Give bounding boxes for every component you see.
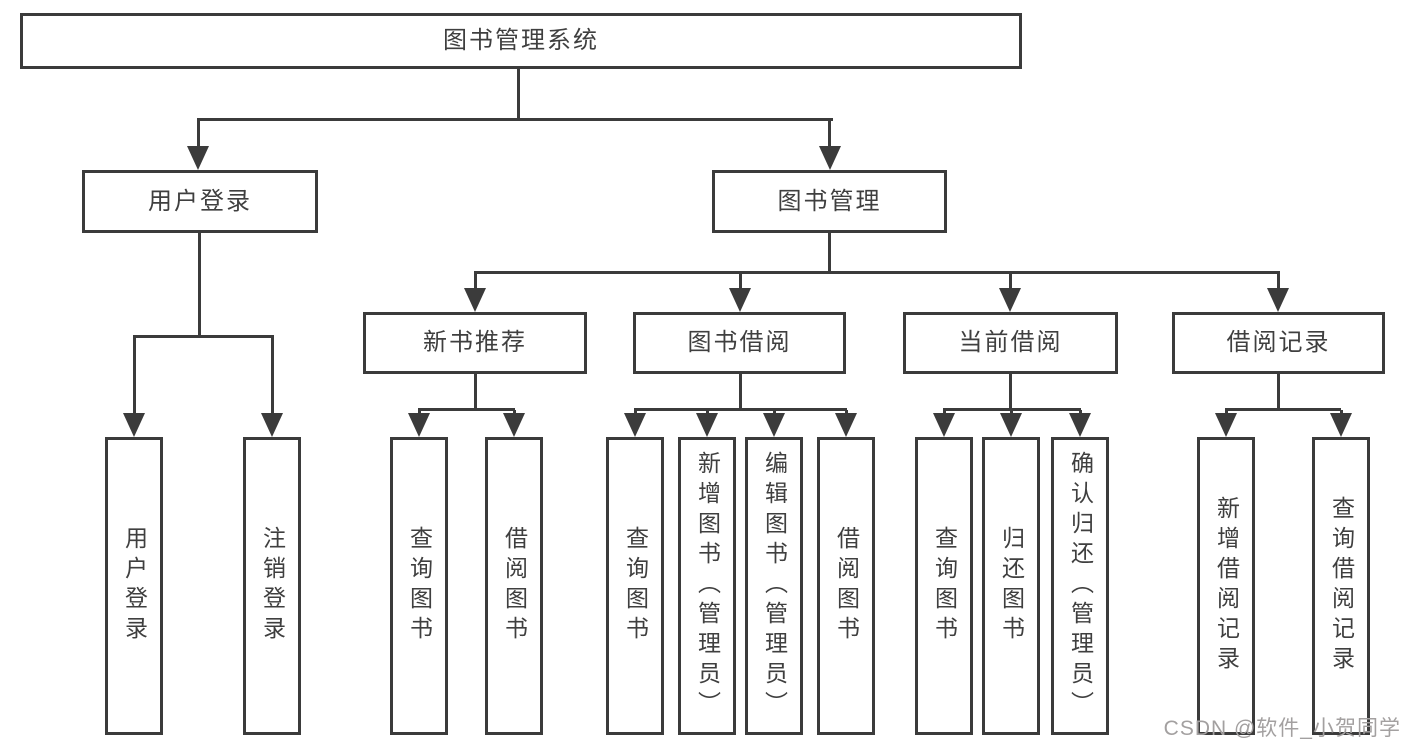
arrow-down-icon — [933, 413, 955, 437]
connector-line — [133, 337, 136, 417]
connector-line — [1277, 273, 1280, 290]
leaf-edit-books-admin: 编辑图书（管理员） — [745, 437, 803, 735]
arrow-down-icon — [729, 288, 751, 312]
connector-line — [474, 373, 477, 410]
arrow-down-icon — [624, 413, 646, 437]
arrow-down-icon — [261, 413, 283, 437]
arrow-down-icon — [1000, 413, 1022, 437]
node-new-book-recommendation: 新书推荐 — [363, 312, 587, 374]
arrow-down-icon — [1330, 413, 1352, 437]
arrow-down-icon — [999, 288, 1021, 312]
node-book-borrowing: 图书借阅 — [633, 312, 846, 374]
connector-line — [634, 408, 847, 411]
connector-line — [197, 118, 833, 121]
arrow-down-icon — [835, 413, 857, 437]
leaf-logout: 注销登录 — [243, 437, 301, 735]
connector-line — [197, 120, 200, 148]
connector-line — [1225, 408, 1341, 411]
arrow-down-icon — [696, 413, 718, 437]
connector-line — [943, 408, 1081, 411]
arrow-down-icon — [1069, 413, 1091, 437]
leaf-query-borrow-record: 查询借阅记录 — [1312, 437, 1370, 735]
arrow-down-icon — [187, 146, 209, 170]
connector-line — [517, 69, 520, 120]
leaf-borrow-books-newrec: 借阅图书 — [485, 437, 543, 735]
connector-line — [1009, 273, 1012, 290]
connector-line — [828, 120, 831, 148]
connector-line — [739, 273, 742, 290]
connector-line — [271, 337, 274, 417]
connector-line — [418, 408, 515, 411]
arrow-down-icon — [763, 413, 785, 437]
arrow-down-icon — [464, 288, 486, 312]
arrow-down-icon — [123, 413, 145, 437]
connector-line — [739, 373, 742, 410]
leaf-confirm-return-admin: 确认归还（管理员） — [1051, 437, 1109, 735]
connector-line — [198, 232, 201, 336]
node-book-management: 图书管理 — [712, 170, 947, 233]
leaf-query-books-newrec: 查询图书 — [390, 437, 448, 735]
leaf-user-login: 用户登录 — [105, 437, 163, 735]
arrow-down-icon — [408, 413, 430, 437]
leaf-borrow-books: 借阅图书 — [817, 437, 875, 735]
arrow-down-icon — [1267, 288, 1289, 312]
leaf-query-books-current: 查询图书 — [915, 437, 973, 735]
connector-line — [474, 273, 477, 290]
arrow-down-icon — [1215, 413, 1237, 437]
leaf-return-books: 归还图书 — [982, 437, 1040, 735]
node-root: 图书管理系统 — [20, 13, 1022, 69]
node-borrowing-records: 借阅记录 — [1172, 312, 1385, 374]
arrow-down-icon — [819, 146, 841, 170]
watermark-text: CSDN @软件_小贺同学 — [1163, 717, 1401, 740]
connector-line — [133, 335, 274, 338]
connector-line — [1009, 373, 1012, 410]
connector-line — [1277, 373, 1280, 410]
node-user-login: 用户登录 — [82, 170, 318, 233]
leaf-add-borrow-record: 新增借阅记录 — [1197, 437, 1255, 735]
leaf-query-books-borrow: 查询图书 — [606, 437, 664, 735]
connector-line — [828, 232, 831, 273]
leaf-add-books-admin: 新增图书（管理员） — [678, 437, 736, 735]
node-current-borrowing: 当前借阅 — [903, 312, 1118, 374]
arrow-down-icon — [503, 413, 525, 437]
connector-line — [474, 271, 1280, 274]
